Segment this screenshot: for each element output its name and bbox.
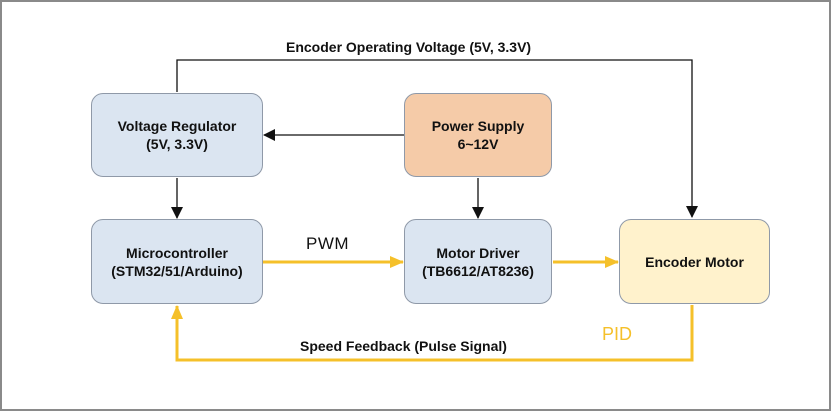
power-supply-block: Power Supply 6~12V xyxy=(404,93,552,177)
pwm-label: PWM xyxy=(306,234,350,253)
speed-feedback-label: Speed Feedback (Pulse Signal) xyxy=(300,338,507,354)
encoder-voltage-label: Encoder Operating Voltage (5V, 3.3V) xyxy=(286,39,532,55)
encoder-voltage-wire xyxy=(176,59,698,218)
encoder-motor-block: Encoder Motor xyxy=(619,219,770,304)
encoder-motor-title: Encoder Motor xyxy=(645,253,744,270)
motor-driver-title: Motor Driver xyxy=(436,244,520,261)
power-supply-subtitle: 6~12V xyxy=(457,136,499,152)
pid-label: PID xyxy=(602,324,633,344)
motor-driver-block: Motor Driver (TB6612/AT8236) xyxy=(404,219,552,304)
voltage-regulator-block: Voltage Regulator (5V, 3.3V) xyxy=(91,93,263,177)
motor-driver-subtitle: (TB6612/AT8236) xyxy=(422,262,534,279)
power-supply-title: Power Supply xyxy=(431,118,525,134)
speed-feedback-wire xyxy=(171,305,694,362)
microcontroller-title: Microcontroller xyxy=(126,244,228,261)
microcontroller-block: Microcontroller (STM32/51/Arduino) xyxy=(91,219,263,304)
voltage-regulator-title: Voltage Regulator xyxy=(117,118,237,134)
microcontroller-subtitle: (STM32/51/Arduino) xyxy=(111,262,243,279)
voltage-regulator-subtitle: (5V, 3.3V) xyxy=(146,136,208,152)
